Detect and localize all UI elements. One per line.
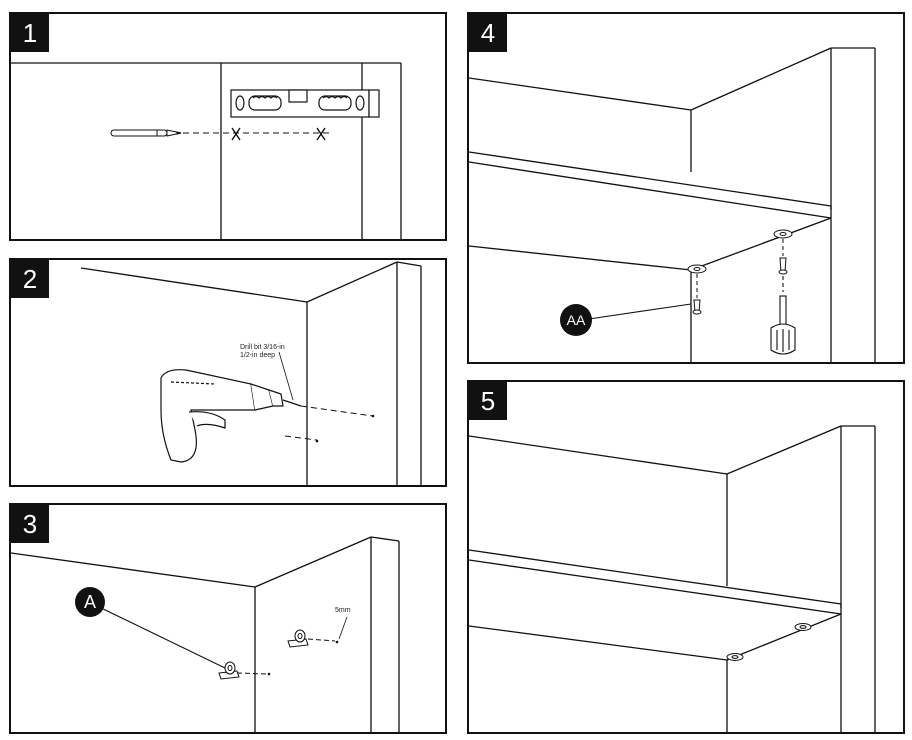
- shelf-pin-icon: [287, 629, 309, 648]
- step-number-badge: 4: [469, 14, 507, 52]
- cabinet-top-edge: [469, 435, 728, 475]
- measure-leader: [338, 616, 348, 640]
- shelf-side-edge: [726, 613, 842, 661]
- drill-line-upper: [300, 405, 374, 417]
- cabinet-top-edge: [11, 552, 256, 588]
- step-5-illustration: [469, 425, 876, 732]
- shelf-side-edge: [690, 217, 832, 271]
- callout-a: A: [75, 587, 105, 617]
- shelf-pin-icon: [726, 623, 812, 661]
- shelf-front-top: [469, 549, 842, 605]
- drill-line-lower: [284, 435, 318, 441]
- drill-bit-size: Drill bit 3/16-in: [240, 344, 285, 351]
- drill-bit-label: Drill bit 3/16-in 1/2-in deep: [240, 344, 285, 360]
- shelf-front-top: [469, 151, 832, 207]
- drill-mark-x: [231, 127, 326, 141]
- step-number-badge: 5: [469, 382, 507, 420]
- shelf-pin-icon: [218, 661, 240, 680]
- cabinet-top-edge: [469, 77, 692, 111]
- callout-a-leader: [94, 604, 226, 669]
- spirit-level-icon: [230, 89, 380, 118]
- step-1-panel: 1: [9, 12, 447, 241]
- step-4-panel: 4: [467, 12, 905, 364]
- pencil-icon: [110, 129, 182, 137]
- cabinet-top-edge: [80, 267, 308, 303]
- step-number-badge: 2: [11, 260, 49, 298]
- step-2-panel: 2 Drill bit 3/16-in 1/2-in deep: [9, 258, 447, 487]
- step-3-illustration: [11, 536, 400, 732]
- step-2-illustration: [80, 261, 422, 485]
- drill-label-leader: [278, 351, 294, 401]
- drill-depth: 1/2-in deep: [240, 352, 276, 359]
- shelf-pin-icon: [687, 229, 793, 274]
- step-3-panel: 3 A 5mm: [9, 503, 447, 734]
- screwdriver-icon: [770, 276, 796, 355]
- callout-aa: AA: [560, 304, 592, 336]
- step-number-badge: 1: [11, 14, 49, 52]
- callout-aa-leader: [588, 303, 692, 320]
- screw-icon: [692, 257, 788, 315]
- step-5-panel: 5: [467, 380, 905, 734]
- step-4-illustration: [469, 47, 876, 362]
- measure-label: 5mm: [335, 607, 351, 614]
- drill-icon: [160, 369, 302, 463]
- step-number-badge: 3: [11, 505, 49, 543]
- step-1-illustration: [11, 62, 402, 239]
- shelf-front-bottom: [469, 161, 832, 219]
- shelf-front-bottom: [469, 559, 842, 615]
